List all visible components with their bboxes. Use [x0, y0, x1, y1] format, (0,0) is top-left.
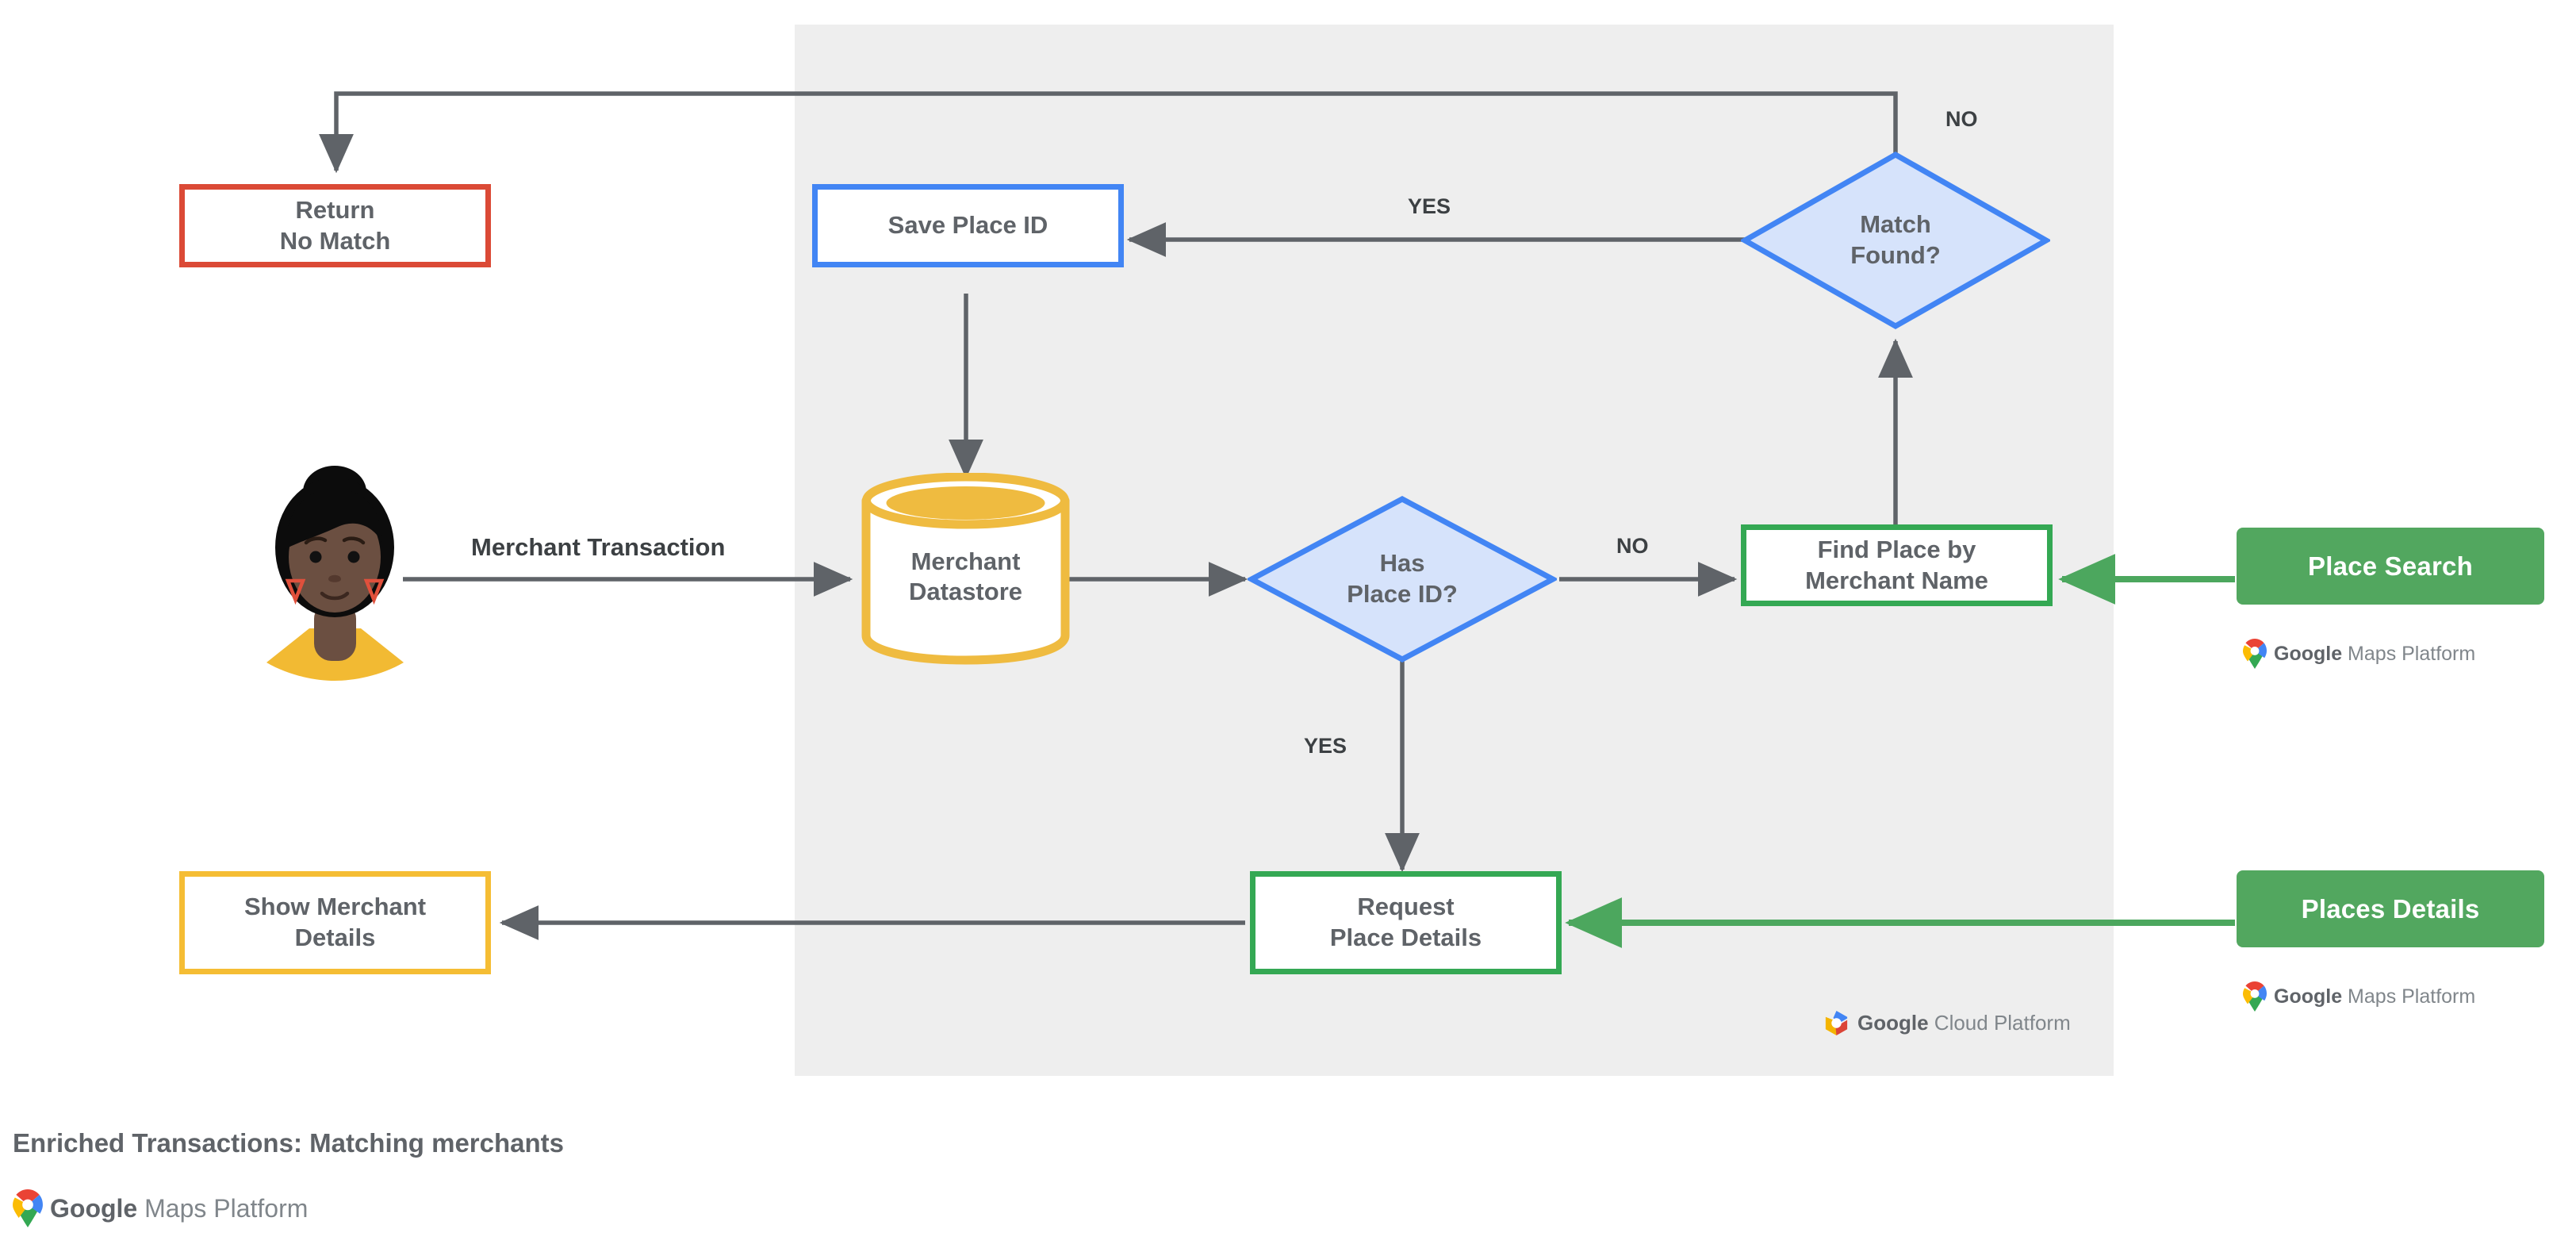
node-show-merchant-details[interactable]: Show Merchant Details: [179, 871, 491, 974]
edge-label-has-place-id-no: NO: [1616, 534, 1649, 558]
has-place-id-diamond-shape: [1248, 496, 1557, 662]
gcp-cloud-platform-word: Cloud Platform: [1928, 1011, 2071, 1035]
product-chip-place-search-label: Place Search: [2308, 551, 2473, 581]
gmp-maps-platform-word: Maps Platform: [2342, 642, 2476, 665]
google-maps-pin-icon: [2243, 981, 2267, 1012]
match-found-diamond-shape: [1741, 151, 2050, 330]
node-save-place-id-label: Save Place ID: [887, 211, 1048, 240]
edge-label-has-place-id-yes: YES: [1304, 734, 1347, 758]
node-find-place-by-merchant-name[interactable]: Find Place by Merchant Name: [1741, 524, 2053, 606]
edge-label-match-found-yes: YES: [1408, 194, 1451, 218]
node-return-no-match[interactable]: Return No Match: [179, 184, 491, 267]
gmp-google-word: Google: [50, 1193, 138, 1223]
product-chip-place-search[interactable]: Place Search: [2237, 528, 2544, 605]
node-show-merchant-details-label: Show Merchant Details: [243, 893, 427, 951]
gcp-lockup: Google Cloud Platform: [1823, 1009, 2071, 1037]
datastore-cylinder-shape: [861, 472, 1070, 665]
product-chip-places-details[interactable]: Places Details: [2237, 870, 2544, 947]
node-save-place-id[interactable]: Save Place ID: [812, 184, 1124, 267]
avatar-illustration: [266, 466, 404, 681]
gmp-lockup-places-details: Google Maps Platform: [2243, 981, 2475, 1012]
google-maps-pin-icon: [2243, 639, 2267, 669]
gmp-maps-platform-word: Maps Platform: [2342, 985, 2476, 1008]
gmp-lockup-place-search: Google Maps Platform: [2243, 639, 2475, 669]
gmp-lockup-footer: Google Maps Platform: [13, 1189, 308, 1227]
edge-label-merchant-transaction: Merchant Transaction: [471, 533, 726, 561]
node-has-place-id[interactable]: Has Place ID?: [1248, 495, 1557, 663]
node-match-found[interactable]: Match Found?: [1741, 151, 2050, 330]
gmp-wordmark: Google Maps Platform: [2274, 985, 2475, 1008]
gcp-wordmark: Google Cloud Platform: [1857, 1011, 2071, 1035]
gmp-wordmark: Google Maps Platform: [50, 1194, 308, 1223]
merchant-customer-avatar: [262, 460, 408, 682]
gcp-google-word: Google: [1857, 1011, 1929, 1035]
gmp-wordmark: Google Maps Platform: [2274, 643, 2475, 666]
node-request-place-details-label: Request Place Details: [1329, 893, 1482, 951]
google-cloud-platform-icon: [1825, 1010, 1848, 1036]
node-request-place-details[interactable]: Request Place Details: [1250, 871, 1562, 974]
google-maps-pin-icon: [13, 1189, 43, 1227]
gmp-maps-platform-word: Maps Platform: [137, 1193, 309, 1223]
product-chip-places-details-label: Places Details: [2301, 893, 2480, 924]
page-title: Enriched Transactions: Matching merchant…: [13, 1128, 564, 1158]
gmp-google-word: Google: [2274, 642, 2343, 665]
node-return-no-match-label: Return No Match: [279, 195, 391, 255]
node-find-place-by-merchant-name-label: Find Place by Merchant Name: [1805, 535, 1988, 594]
gmp-google-word: Google: [2274, 985, 2343, 1008]
node-merchant-datastore[interactable]: Merchant Datastore: [861, 472, 1070, 666]
edge-label-match-found-no: NO: [1945, 107, 1978, 131]
